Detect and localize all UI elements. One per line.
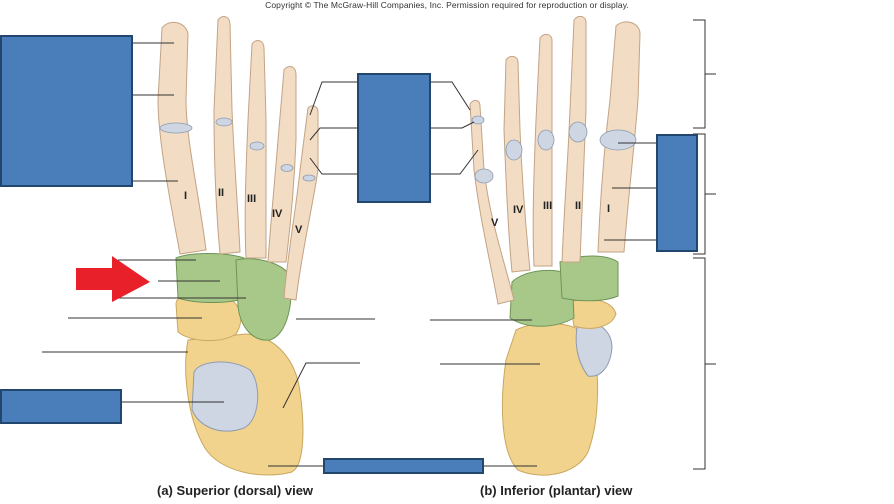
red-highlight-arrow — [76, 256, 150, 302]
digit-4-superior — [267, 66, 297, 263]
digit-numeral-inferior-4: IV — [513, 204, 524, 216]
digit-numeral-superior-3: III — [247, 193, 256, 205]
digit-numeral-superior-2: II — [218, 187, 224, 199]
cuboid-inferior — [509, 269, 575, 327]
digit-2-superior — [213, 16, 241, 255]
phalanges-answer-box[interactable] — [0, 35, 133, 187]
digit-numeral-inferior-5: V — [491, 217, 499, 229]
digit-4-inferior — [503, 55, 531, 273]
inferior-joints — [471, 115, 637, 184]
caption-inferior-view: (b) Inferior (plantar) view — [480, 483, 633, 498]
digit-5-inferior — [469, 99, 515, 305]
cuneiforms-superior — [175, 253, 247, 303]
digit-numeral-superior-5: V — [295, 224, 303, 236]
middle-answer-box[interactable] — [357, 73, 431, 203]
digit-numeral-superior-4: IV — [272, 208, 283, 220]
digit-3-inferior — [532, 33, 553, 267]
navicular-inferior — [569, 298, 617, 329]
talus-superior — [191, 361, 259, 432]
digit-5-superior — [283, 105, 319, 301]
digit-1-superior — [157, 21, 207, 255]
answer-boxes — [0, 35, 698, 474]
digit-numeral-inferior-1: I — [607, 203, 610, 215]
cuboid-superior — [235, 258, 292, 341]
digit-numeral-inferior-3: III — [543, 200, 552, 212]
digit-numeral-inferior-2: II — [575, 200, 581, 212]
region-brackets — [693, 19, 716, 470]
metatarsal-answer-box[interactable] — [656, 134, 698, 252]
superior-view-foot: I II III IV V — [157, 16, 319, 476]
digit-numeral-superior-1: I — [184, 190, 187, 202]
talus-answer-box[interactable] — [0, 389, 122, 424]
cuneiforms-inferior — [559, 255, 619, 302]
inferior-view-foot: V IV III II I — [469, 15, 641, 476]
copyright-notice: Copyright © The McGraw-Hill Companies, I… — [265, 0, 629, 10]
caption-superior-view: (a) Superior (dorsal) view — [157, 483, 314, 498]
superior-joints — [159, 117, 316, 182]
calcaneus-answer-box[interactable] — [323, 458, 484, 474]
leader-lines — [42, 42, 657, 467]
